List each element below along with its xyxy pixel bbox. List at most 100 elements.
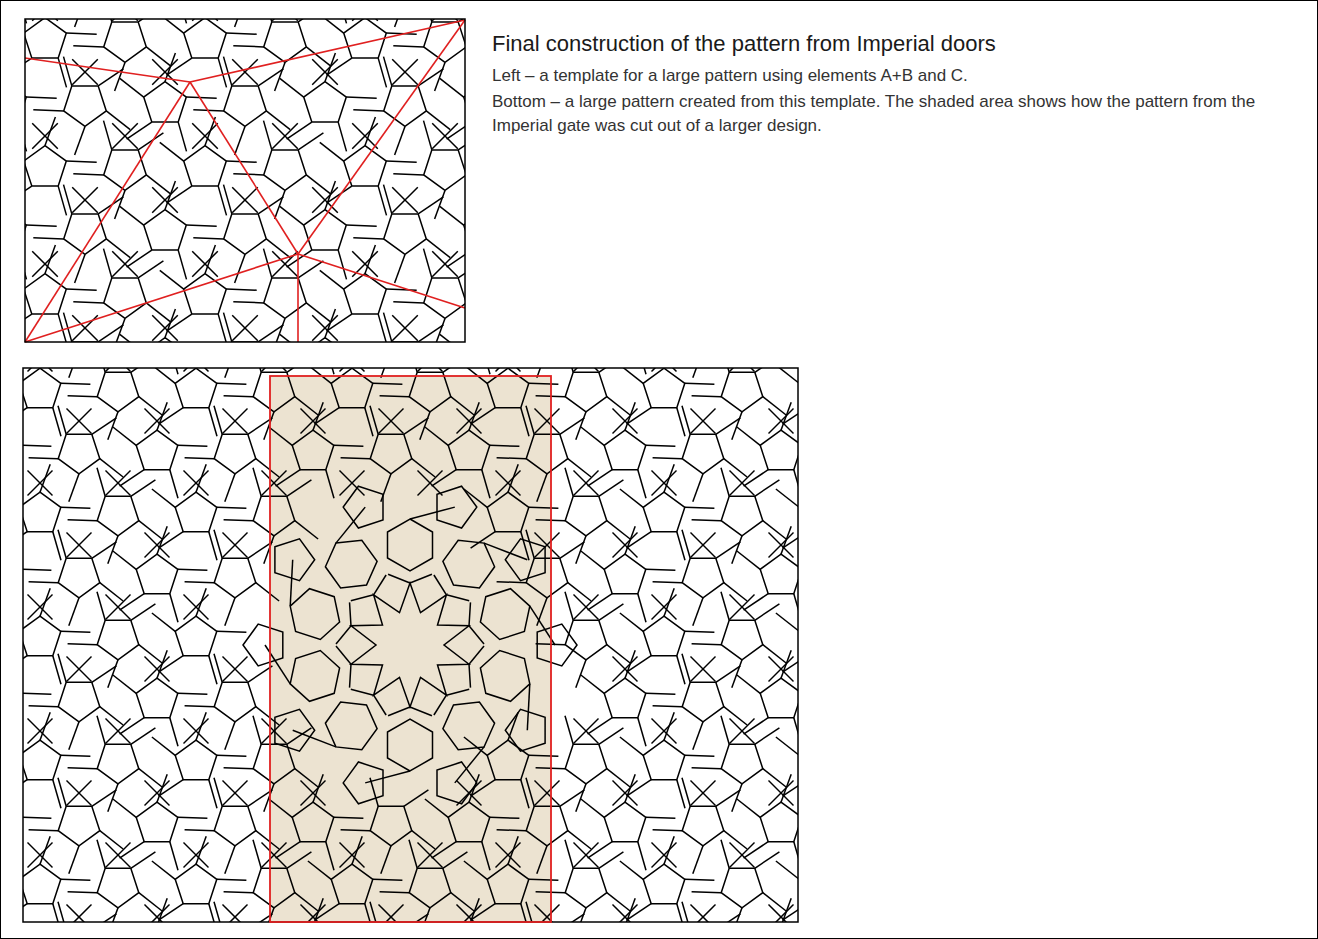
pattern-line — [620, 368, 643, 383]
pattern-line — [224, 396, 254, 397]
pattern-line — [58, 530, 66, 559]
pattern-line — [458, 261, 465, 278]
pattern-line — [113, 427, 136, 445]
pattern-line — [685, 631, 715, 632]
pattern-line — [351, 689, 374, 695]
pattern-line — [146, 47, 170, 66]
pattern-line — [685, 879, 715, 880]
pattern-line — [437, 762, 477, 804]
pattern-line — [248, 790, 273, 807]
pattern-line — [613, 409, 638, 434]
pattern-line — [264, 150, 307, 191]
pattern-line — [340, 843, 365, 868]
pattern-line — [693, 722, 703, 750]
pattern-line — [418, 69, 443, 86]
pattern-line — [646, 569, 676, 570]
pattern-line — [112, 123, 138, 149]
pattern-line — [258, 69, 283, 86]
pattern-line — [424, 121, 432, 150]
pattern-line — [214, 778, 222, 807]
pattern-line — [112, 251, 138, 277]
pattern-line — [730, 719, 755, 744]
pattern-line — [763, 769, 786, 787]
pattern-line — [73, 46, 103, 47]
pattern-line — [574, 719, 599, 744]
pattern-line — [28, 595, 53, 620]
pattern-line — [23, 445, 51, 446]
pattern-line — [643, 740, 685, 780]
pattern-line — [290, 589, 339, 640]
pattern-line — [418, 471, 443, 496]
pattern-line — [178, 817, 208, 818]
pattern-line — [581, 551, 604, 569]
pattern-line — [716, 790, 741, 807]
pattern-line — [469, 664, 471, 687]
pattern-line — [576, 908, 586, 922]
pattern-line — [760, 554, 798, 594]
pattern-line — [262, 471, 287, 496]
pattern-line — [58, 806, 100, 846]
pattern-line — [152, 187, 178, 213]
pattern-line — [100, 831, 123, 849]
pattern-line — [290, 651, 339, 702]
pattern-line — [170, 842, 178, 871]
pattern-line — [64, 185, 72, 214]
pattern-line — [613, 409, 638, 434]
pattern-line — [192, 251, 218, 277]
pattern-line — [301, 781, 326, 806]
pattern-line — [226, 161, 256, 162]
pattern-line — [232, 315, 258, 341]
pattern-line — [716, 542, 741, 559]
pattern-line — [23, 569, 51, 570]
pattern-line — [380, 892, 410, 893]
pattern-line — [224, 892, 254, 893]
pattern-line — [192, 123, 218, 149]
pattern-line — [576, 412, 586, 440]
pattern-line — [266, 111, 290, 130]
pattern-line — [763, 893, 786, 911]
pattern-line — [682, 530, 690, 559]
pattern-line — [392, 59, 418, 85]
pattern-line — [346, 97, 376, 98]
pattern-line — [565, 716, 573, 745]
pattern-line — [613, 533, 638, 558]
pattern-line — [58, 654, 66, 683]
pattern-line — [178, 445, 208, 446]
pattern-line — [653, 706, 683, 707]
pattern-line — [638, 594, 646, 623]
pattern-line — [28, 719, 53, 744]
pattern-line — [233, 46, 263, 47]
pattern-line — [67, 409, 92, 434]
pattern-line — [613, 905, 638, 923]
pattern-line — [336, 646, 351, 664]
pattern-line — [75, 19, 85, 27]
pattern-line — [769, 409, 794, 434]
pattern-line — [226, 289, 256, 290]
pattern-line — [67, 781, 92, 806]
pattern-line — [604, 802, 646, 842]
pattern-line — [783, 904, 798, 921]
pattern-line — [535, 905, 560, 923]
pattern-line — [184, 595, 209, 620]
pattern-line — [152, 59, 178, 85]
pattern-line — [100, 583, 123, 601]
pattern-line — [760, 430, 798, 470]
pattern-line — [776, 613, 798, 631]
pattern-line — [253, 496, 295, 536]
pattern-line — [152, 368, 175, 383]
pattern-line — [527, 684, 530, 730]
pattern-line — [424, 150, 465, 191]
pattern-line — [287, 480, 312, 497]
pattern-line — [388, 707, 410, 716]
pattern-line — [178, 250, 186, 279]
pattern-line — [160, 142, 184, 161]
pattern-line — [721, 468, 729, 497]
pattern-line — [487, 492, 529, 532]
pattern-line — [574, 719, 599, 744]
pattern-line — [184, 719, 209, 744]
pattern-line — [214, 530, 222, 559]
pattern-line — [106, 471, 131, 496]
pattern-line — [409, 840, 417, 869]
pattern-line — [370, 778, 378, 807]
pattern-line — [69, 368, 79, 378]
